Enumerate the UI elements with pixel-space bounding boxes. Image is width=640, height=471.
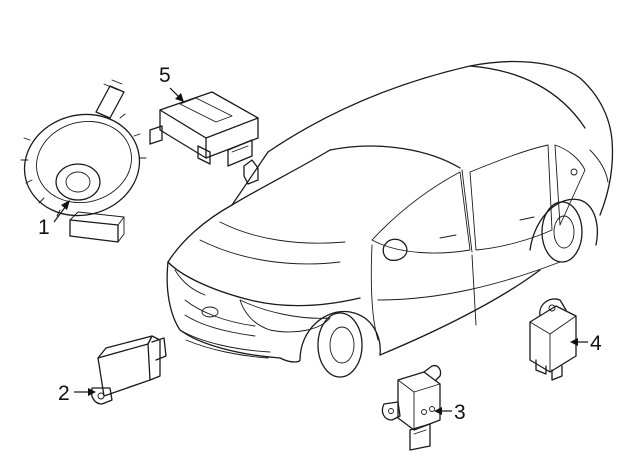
callout-2: 2 xyxy=(58,382,96,405)
callout-label-3: 3 xyxy=(454,401,466,424)
callout-4: 4 xyxy=(570,332,602,355)
callout-label-2: 2 xyxy=(58,382,70,405)
callout-5: 5 xyxy=(159,64,184,102)
callout-1: 1 xyxy=(38,200,70,239)
airbag-control-module-icon xyxy=(149,91,259,185)
callout-label-1: 1 xyxy=(38,216,50,239)
car-illustration xyxy=(166,60,614,378)
callout-label-5: 5 xyxy=(159,64,171,87)
side-sensor-icon xyxy=(529,298,577,381)
callout-label-4: 4 xyxy=(590,332,602,355)
clock-spring-icon xyxy=(20,79,147,243)
callout-3: 3 xyxy=(434,401,466,424)
side-impact-sensor-icon xyxy=(90,335,167,405)
front-impact-sensor-icon xyxy=(381,364,442,451)
